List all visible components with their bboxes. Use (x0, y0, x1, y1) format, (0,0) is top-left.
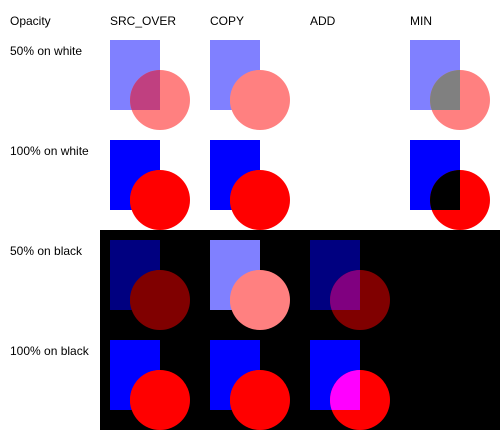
overlap-region-shape (130, 270, 160, 310)
swatch-min-row-2 (410, 140, 490, 230)
swatch-copy-row-4 (210, 340, 290, 430)
column-header-copy: COPY (210, 14, 245, 28)
overlap-region-shape (330, 370, 360, 410)
overlap-region-shape (430, 170, 460, 210)
swatch-src-over-row-3 (110, 240, 190, 330)
overlap-region-shape (130, 70, 160, 110)
swatch-src-over-row-2 (110, 140, 190, 230)
row-label-100-black: 100% on black (10, 344, 89, 358)
overlap-region-shape (230, 370, 260, 410)
swatch-copy-row-2 (210, 140, 290, 230)
overlap-region-shape (130, 170, 160, 210)
overlap-region-shape (130, 370, 160, 410)
overlap-region-shape (430, 70, 460, 110)
overlap-region-shape (330, 270, 360, 310)
row-label-100-white: 100% on white (10, 144, 89, 158)
overlap-region-shape (230, 70, 260, 110)
column-header-add: ADD (310, 14, 336, 28)
overlap-region-shape (230, 270, 260, 310)
overlap-region-shape (230, 170, 260, 210)
column-header-min: MIN (410, 14, 432, 28)
swatch-add-row-3 (310, 240, 390, 330)
swatch-min-row-1 (410, 40, 490, 130)
opacity-header: Opacity (10, 14, 51, 28)
swatch-copy-row-1 (210, 40, 290, 130)
column-header-src-over: SRC_OVER (110, 14, 177, 28)
row-label-50-white: 50% on white (10, 44, 83, 58)
swatch-add-row-4 (310, 340, 390, 430)
swatch-copy-row-3 (210, 240, 290, 330)
row-label-50-black: 50% on black (10, 244, 83, 258)
swatch-src-over-row-4 (110, 340, 190, 430)
swatch-src-over-row-1 (110, 40, 190, 130)
